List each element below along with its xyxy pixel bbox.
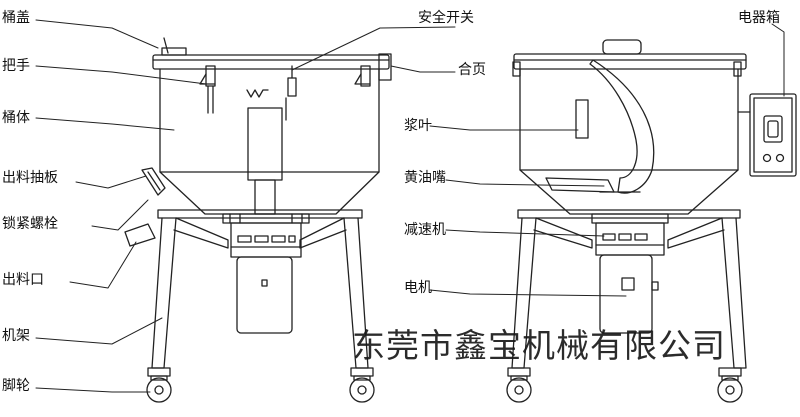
front-bucket-body bbox=[159, 68, 380, 215]
leader-discharge-port bbox=[69, 241, 137, 289]
leader-paddle bbox=[429, 125, 579, 131]
side-paddle bbox=[575, 99, 589, 139]
label-discharge-plate: 出料抽板 bbox=[2, 170, 58, 186]
label-bucket-body: 桶体 bbox=[2, 110, 30, 126]
label-paddle: 浆叶 bbox=[404, 118, 432, 134]
front-inner-column bbox=[247, 107, 283, 181]
label-discharge-port: 出料口 bbox=[2, 272, 44, 288]
label-bucket-lid: 桶盖 bbox=[2, 10, 30, 26]
leader-casters bbox=[35, 387, 151, 393]
leader-motor bbox=[429, 289, 627, 297]
side-mixing-blade bbox=[589, 59, 655, 194]
front-frame-leg-left bbox=[151, 217, 177, 369]
leader-discharge-plate bbox=[75, 175, 147, 189]
front-logo-mark bbox=[246, 89, 269, 98]
leader-frame bbox=[35, 317, 163, 345]
label-casters: 脚轮 bbox=[2, 378, 30, 394]
front-hinge bbox=[378, 53, 392, 81]
front-caster-left bbox=[146, 367, 172, 403]
front-caster-right bbox=[349, 367, 375, 403]
label-grease-nipple: 黄油嘴 bbox=[404, 170, 446, 186]
leader-bucket-lid bbox=[35, 19, 159, 49]
leader-grease-nipple bbox=[445, 179, 605, 187]
front-shaft bbox=[254, 179, 276, 215]
front-discharge-port bbox=[124, 223, 156, 247]
label-handle: 把手 bbox=[2, 58, 30, 74]
leader-safety-switch bbox=[291, 26, 456, 71]
leader-electrical-box bbox=[771, 23, 785, 97]
label-frame: 机架 bbox=[2, 328, 30, 344]
front-handle-left bbox=[205, 65, 216, 87]
front-frame-top-bar bbox=[157, 209, 363, 219]
side-caster-left bbox=[506, 367, 532, 403]
leader-bucket-body bbox=[35, 117, 175, 131]
leader-handle bbox=[35, 65, 207, 85]
side-reducer bbox=[595, 222, 665, 256]
front-discharge-chute bbox=[141, 167, 166, 196]
leader-locking-bolt bbox=[91, 199, 149, 231]
label-locking-bolt: 锁紧螺栓 bbox=[2, 216, 58, 232]
front-lid-knob bbox=[163, 37, 169, 54]
side-control-switch bbox=[763, 115, 783, 143]
label-motor: 电机 bbox=[404, 280, 432, 296]
side-lid bbox=[513, 53, 747, 70]
side-view-machine bbox=[506, 39, 797, 403]
front-view-machine bbox=[124, 37, 392, 403]
side-motor bbox=[599, 254, 653, 334]
label-electrical-box: 电器箱 bbox=[738, 10, 780, 26]
front-reducer bbox=[230, 222, 302, 258]
front-lid bbox=[152, 54, 390, 70]
label-safety-switch: 安全开关 bbox=[418, 10, 474, 26]
front-safety-switch bbox=[287, 77, 297, 97]
front-handle-right bbox=[360, 65, 371, 87]
leader-reducer bbox=[445, 229, 605, 237]
side-frame-top-bar bbox=[517, 209, 741, 219]
company-watermark: 东莞市鑫宝机械有限公司 bbox=[352, 326, 726, 365]
side-lid-handle bbox=[602, 39, 642, 55]
label-hinge: 合页 bbox=[458, 62, 486, 78]
label-reducer: 减速机 bbox=[404, 222, 446, 238]
leader-hinge bbox=[390, 65, 456, 73]
front-motor bbox=[236, 256, 293, 334]
side-electrical-box bbox=[749, 93, 797, 177]
side-caster-right bbox=[717, 367, 743, 403]
leader-lines bbox=[35, 19, 785, 393]
